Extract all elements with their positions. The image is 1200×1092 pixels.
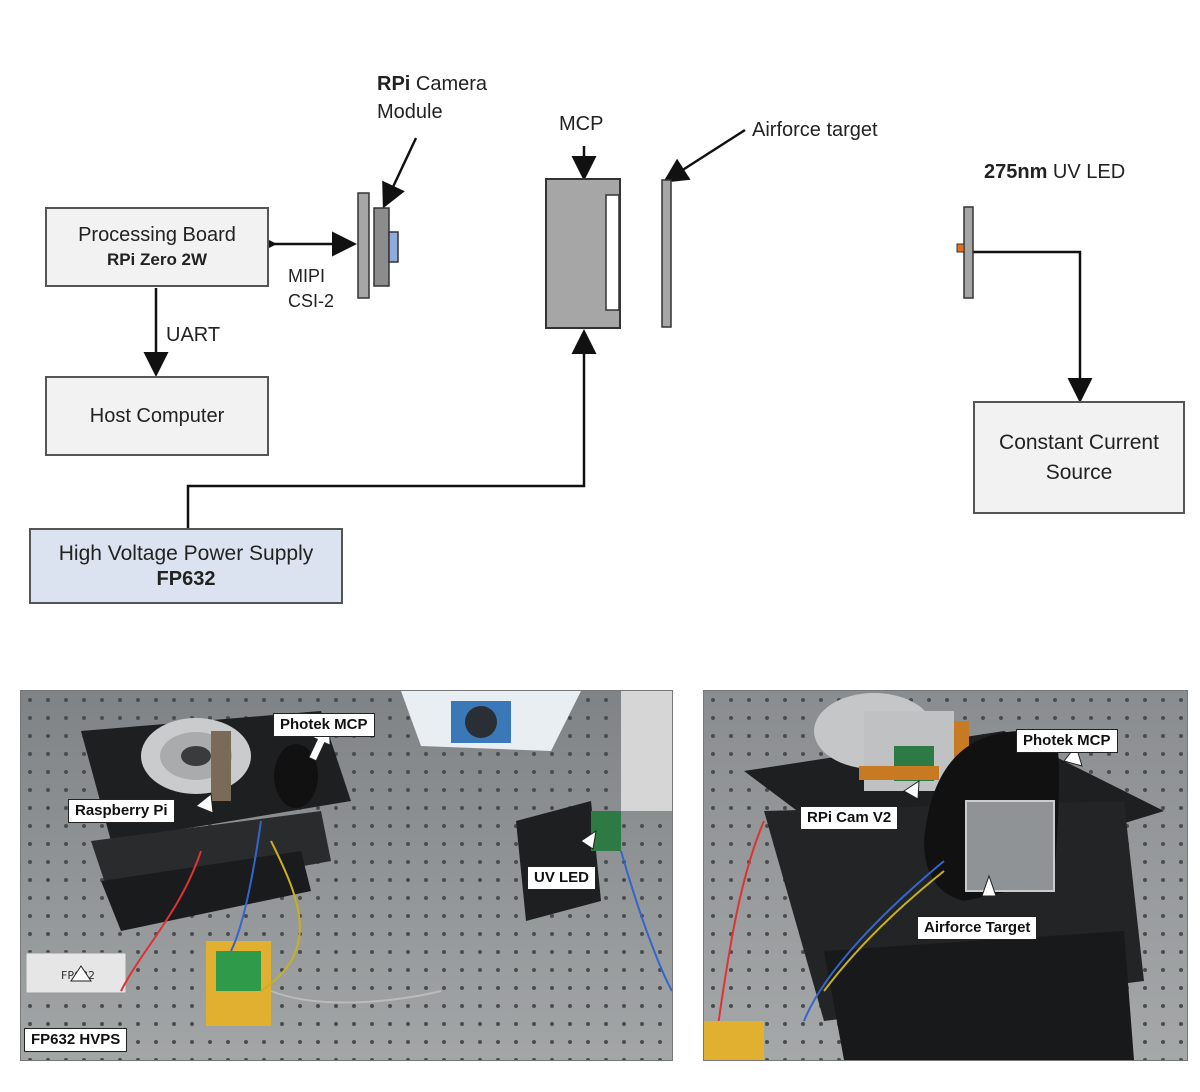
callout-raspberry-pi: Raspberry Pi [68, 799, 175, 823]
camera-module-label: RPi Camera Module [377, 70, 487, 126]
mipi-line2: CSI-2 [288, 291, 335, 311]
airforce-target-label: Airforce target [752, 119, 878, 141]
setup-photo-left-scene: FP632 [21, 691, 672, 1060]
camera-lens [388, 231, 399, 263]
setup-photo-right: Photek MCP RPi Cam V2 Airforce Target [703, 690, 1188, 1061]
ccs-line2: Source [1045, 460, 1113, 484]
setup-photo-left: FP632 Photek MCP Raspberry Pi UV LED FP6… [20, 690, 673, 1061]
hvps-box: High Voltage Power Supply FP632 [29, 528, 343, 604]
callout-uv-led: UV LED [527, 866, 597, 890]
constant-current-source-box: Constant Current Source [973, 401, 1185, 514]
camera-pointer-arrow [382, 137, 418, 209]
uv-led-plate [963, 206, 974, 299]
callout-fp632-hvps: FP632 HVPS [24, 1028, 128, 1052]
callout-rpi-cam-v2: RPi Cam V2 [800, 806, 899, 830]
hvps-title: High Voltage Power Supply [58, 542, 314, 565]
uart-label: UART [166, 324, 221, 346]
callout-photek-mcp-left: Photek MCP [273, 713, 375, 737]
uv-led-label: 275nm UV LED [984, 158, 1125, 186]
mipi-line1: MIPI [288, 266, 326, 286]
uv-led-label-rest: UV LED [1047, 161, 1126, 183]
hvps-model: FP632 [156, 568, 216, 590]
host-computer-box: Host Computer [45, 376, 269, 456]
processing-board-box: Processing Board RPi Zero 2W [45, 207, 269, 287]
camera-label-bold: RPi [377, 73, 411, 95]
uv-led-label-bold: 275nm [984, 161, 1048, 183]
mcp-window [605, 194, 620, 311]
led-to-ccs-line [972, 250, 1093, 403]
callout-photek-mcp-right: Photek MCP [1016, 729, 1118, 753]
processing-board-title: Processing Board [78, 224, 236, 246]
processing-board-model: RPi Zero 2W [106, 250, 208, 269]
uv-led-emitter [956, 243, 965, 253]
camera-label-line2: Module [377, 101, 443, 123]
hvps-to-mcp-line [186, 329, 597, 528]
mcp-label: MCP [559, 113, 604, 135]
callout-airforce-target: Airforce Target [917, 916, 1038, 940]
mipi-label: MIPI CSI-2 [288, 264, 334, 314]
camera-label-rest: Camera [410, 73, 488, 95]
camera-board-plate [357, 192, 370, 299]
diagram-connectors [143, 128, 1093, 528]
airforce-pointer-arrow [662, 128, 746, 183]
host-computer-label: Host Computer [89, 405, 225, 427]
airforce-target-plate [661, 179, 672, 328]
ccs-line1: Constant Current [999, 430, 1159, 454]
camera-module-plate [373, 207, 390, 287]
